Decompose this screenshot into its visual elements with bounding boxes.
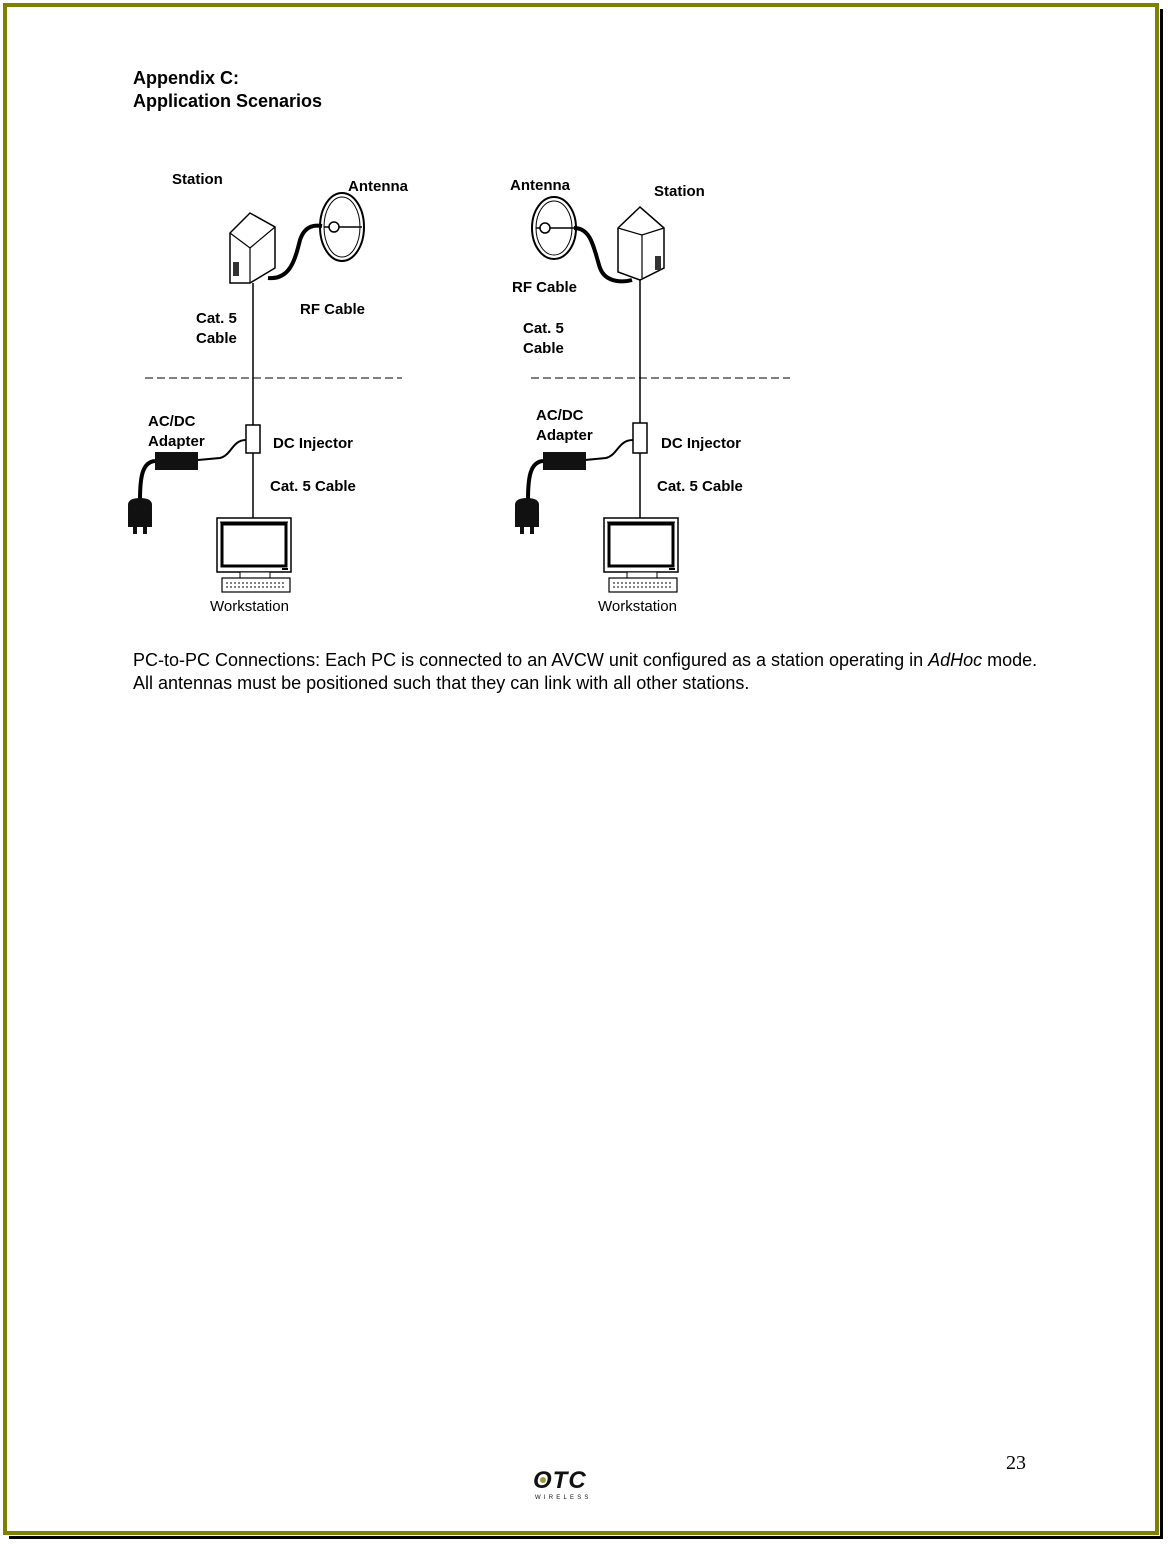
network-diagram: Station Antenna RF Cable Cat. 5 Cable AC… <box>128 171 790 615</box>
right-cat5-cable-label: Cat. 5 Cable <box>657 478 743 495</box>
right-workstation-icon <box>603 517 679 593</box>
right-scenario: Antenna Station RF Cable Cat. 5 Cable AC… <box>510 177 790 615</box>
left-adapter-icon <box>155 452 198 470</box>
left-adapter-cable <box>197 439 247 461</box>
diagram-caption: PC-to-PC Connections: Each PC is connect… <box>133 649 1053 695</box>
left-workstation-icon <box>216 517 292 593</box>
right-adapter-label-line1: AC/DC <box>536 407 584 424</box>
page-heading: Appendix C: Application Scenarios <box>133 67 322 113</box>
right-dc-injector-icon <box>632 422 648 454</box>
left-rf-cable <box>267 223 323 281</box>
right-adapter-icon <box>543 452 586 470</box>
page-number: 23 <box>1006 1452 1026 1474</box>
right-adapter-label-line2: Adapter <box>536 427 593 444</box>
left-workstation-label: Workstation <box>210 598 289 615</box>
left-dc-injector-icon <box>245 424 261 454</box>
right-plug-cable <box>526 459 544 501</box>
heading-line-2: Application Scenarios <box>133 91 323 111</box>
caption-part-2: mode. All antennas must be positioned su… <box>133 650 1038 693</box>
caption-mode: AdHoc <box>928 650 983 670</box>
left-station-icon <box>229 212 276 284</box>
left-antenna-icon <box>319 192 365 262</box>
right-antenna-icon <box>531 196 577 260</box>
left-plug-cable <box>138 459 156 501</box>
caption-part-1: PC-to-PC Connections: Each PC is connect… <box>133 650 929 670</box>
left-cat5-label-line1: Cat. 5 <box>196 310 237 327</box>
right-antenna-label: Antenna <box>510 177 571 194</box>
left-cat5-cable-label: Cat. 5 Cable <box>270 478 356 495</box>
otc-wireless-logo: OTC WIRELESS <box>533 1467 592 1501</box>
heading-line-1: Appendix C: <box>133 68 239 88</box>
right-workstation-label: Workstation <box>598 598 677 615</box>
right-injector-label: DC Injector <box>661 435 741 452</box>
left-adapter-label-line2: Adapter <box>148 433 205 450</box>
right-plug-icon <box>515 498 539 534</box>
right-adapter-cable <box>584 439 634 461</box>
right-station-label: Station <box>654 183 705 200</box>
left-rf-cable-label: RF Cable <box>300 301 365 318</box>
right-rf-cable-label: RF Cable <box>512 279 577 296</box>
right-cat5-label-line1: Cat. 5 <box>523 320 564 337</box>
left-cat5-label-line2: Cable <box>196 330 237 347</box>
logo-subtext: WIRELESS <box>535 1495 592 1501</box>
left-adapter-label-line1: AC/DC <box>148 413 196 430</box>
left-plug-icon <box>128 498 152 534</box>
left-injector-label: DC Injector <box>273 435 353 452</box>
logo-accent-icon <box>540 1477 546 1483</box>
right-rf-cable <box>573 226 633 284</box>
right-cat5-label-line2: Cable <box>523 340 564 357</box>
left-antenna-label: Antenna <box>348 178 409 195</box>
left-station-label: Station <box>172 171 223 188</box>
right-station-icon <box>617 205 665 281</box>
left-scenario: Station Antenna RF Cable Cat. 5 Cable AC… <box>128 171 409 615</box>
